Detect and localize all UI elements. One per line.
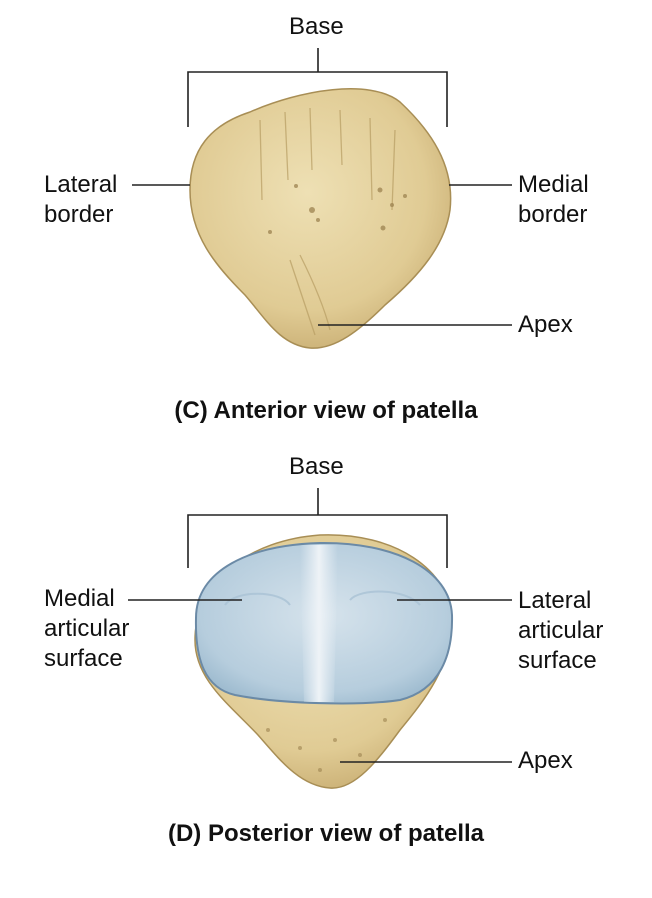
anterior-medial-border-label: Medial border [518,171,589,228]
posterior-caption: (D) Posterior view of patella [167,820,485,847]
anterior-apex-label: Apex [518,311,573,338]
posterior-medial-surface-label: Medial articular surface [44,585,130,672]
posterior-apex-label: Apex [518,747,573,774]
posterior-patella [194,534,454,789]
anterior-patella [189,88,452,349]
anterior-surface-striations [259,107,396,336]
posterior-base-label: Base [289,453,344,480]
anterior-leader-lines [132,48,512,326]
posterior-vertical-ridge [300,545,338,702]
posterior-lateral-surface-label: Lateral articular surface [518,587,604,674]
posterior-leader-lines [128,488,512,763]
anterior-base-label: Base [289,13,344,40]
posterior-base-bracket [187,488,448,568]
anterior-surface-pits [268,184,407,234]
anterior-caption: (C) Anterior view of patella [174,397,478,424]
posterior-surface-pits [266,718,387,772]
anterior-patella-shape [189,88,452,349]
anterior-lateral-border-label: Lateral border [44,171,118,228]
anterior-base-bracket [187,48,448,127]
